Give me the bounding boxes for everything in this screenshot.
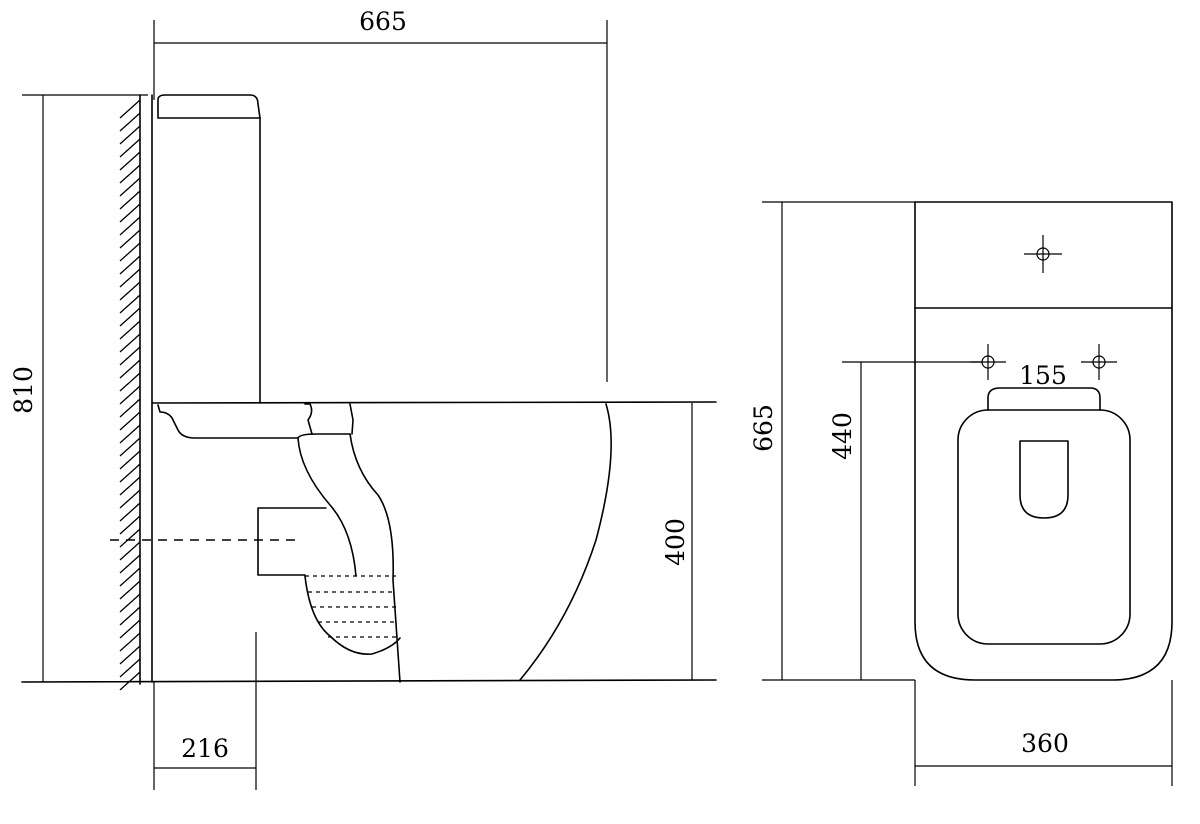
dim-fixing-distance-label: 440	[828, 412, 857, 460]
dim-seat-height-label: 400	[661, 518, 690, 566]
rim-inner	[157, 404, 299, 439]
dim-fixing-spacing-label: 155	[1019, 361, 1067, 390]
fixing-hole-right-icon	[1081, 344, 1117, 380]
dim-side-height: 810	[9, 94, 148, 682]
dim-seat-height: 400	[661, 403, 693, 680]
bowl-exterior	[519, 403, 612, 681]
dim-top-width: 360	[914, 680, 1173, 786]
dim-side-height-label: 810	[9, 366, 38, 414]
dim-top-length-label: 665	[749, 404, 778, 452]
flush-button-icon	[1024, 235, 1062, 273]
dim-side-width: 665	[153, 7, 608, 382]
dim-outlet: 216	[153, 632, 257, 790]
cistern-outline	[151, 94, 261, 683]
top-bowl-outline	[914, 307, 1173, 681]
dim-fixing-distance: 440	[828, 361, 982, 680]
top-bowl-opening	[1019, 440, 1069, 519]
dim-side-width-label: 665	[359, 7, 407, 36]
floor-line	[21, 679, 717, 683]
outlet-horn	[257, 507, 327, 576]
water-trap	[304, 575, 401, 655]
dim-outlet-label: 216	[181, 734, 229, 763]
top-seat	[957, 409, 1131, 645]
trapway-front	[297, 437, 357, 577]
top-view: 155 665 440 360	[749, 201, 1173, 786]
wall-hatch	[119, 94, 141, 691]
dim-top-length: 665	[749, 201, 915, 681]
trapway-back	[349, 433, 401, 683]
water-level-lines	[305, 575, 398, 638]
top-cistern	[914, 201, 1173, 309]
bowl-rim	[151, 401, 717, 404]
dim-top-width-label: 360	[1021, 729, 1069, 758]
seat-hinge-bar	[987, 387, 1101, 411]
side-view: 665 810 400 216	[9, 7, 717, 790]
